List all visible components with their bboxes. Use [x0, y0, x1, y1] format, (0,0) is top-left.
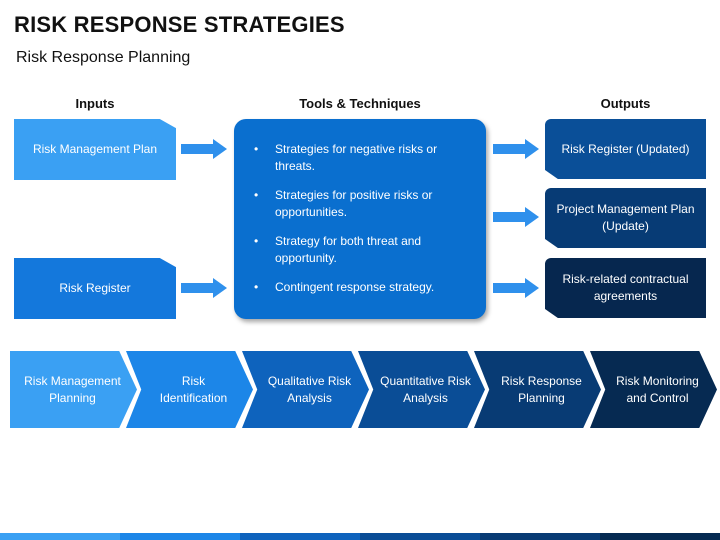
tools-techniques-box: Strategies for negative risks or threats… — [234, 119, 486, 319]
input-risk-management-plan: Risk Management Plan — [14, 119, 176, 180]
right-arrow-icon — [493, 207, 539, 227]
process-step-risk-response-planning: Risk Response Planning — [474, 351, 601, 428]
output-risk-register-updated: Risk Register (Updated) — [545, 119, 706, 179]
inputs-heading: Inputs — [75, 96, 115, 111]
tools-item: Strategies for negative risks or threats… — [254, 141, 472, 175]
process-step-risk-identification: Risk Identification — [126, 351, 253, 428]
right-arrow-icon — [181, 278, 227, 298]
page-subtitle: Risk Response Planning — [16, 49, 191, 66]
input-label: Risk Register — [59, 281, 131, 295]
output-project-management-plan: Project Management Plan (Update) — [545, 188, 706, 248]
process-step-label: Risk Management Planning — [24, 373, 121, 405]
right-arrow-icon — [493, 278, 539, 298]
output-contractual-agreements: Risk-related contractual agreements — [545, 258, 706, 318]
tools-list: Strategies for negative risks or threats… — [254, 141, 472, 296]
tools-item: Strategies for positive risks or opportu… — [254, 187, 472, 221]
process-step-qualitative-risk-analysis: Qualitative Risk Analysis — [242, 351, 369, 428]
output-label: Project Management Plan (Update) — [556, 202, 695, 233]
bottom-color-strip — [0, 533, 720, 540]
process-step-label: Risk Identification — [159, 373, 228, 405]
process-step-label: Qualitative Risk Analysis — [267, 373, 352, 405]
process-step-label: Quantitative Risk Analysis — [380, 373, 471, 405]
process-step-label: Risk Response Planning — [501, 373, 582, 405]
output-label: Risk-related contractual agreements — [562, 272, 689, 303]
right-arrow-icon — [181, 139, 227, 159]
process-step-quantitative-risk-analysis: Quantitative Risk Analysis — [358, 351, 485, 428]
process-step-label: Risk Monitoring and Control — [616, 373, 699, 405]
outputs-heading: Outputs — [600, 96, 651, 111]
process-step-risk-management-planning: Risk Management Planning — [10, 351, 137, 428]
input-label: Risk Management Plan — [32, 142, 158, 156]
page-title: RISK RESPONSE STRATEGIES — [14, 12, 345, 37]
process-step-risk-monitoring-control: Risk Monitoring and Control — [590, 351, 717, 428]
tools-item: Strategy for both threat and opportunity… — [254, 233, 472, 267]
tools-heading: Tools & Techniques — [299, 96, 421, 111]
input-risk-register: Risk Register — [14, 258, 176, 319]
tools-item: Contingent response strategy. — [254, 279, 472, 296]
output-label: Risk Register (Updated) — [561, 141, 690, 156]
right-arrow-icon — [493, 139, 539, 159]
